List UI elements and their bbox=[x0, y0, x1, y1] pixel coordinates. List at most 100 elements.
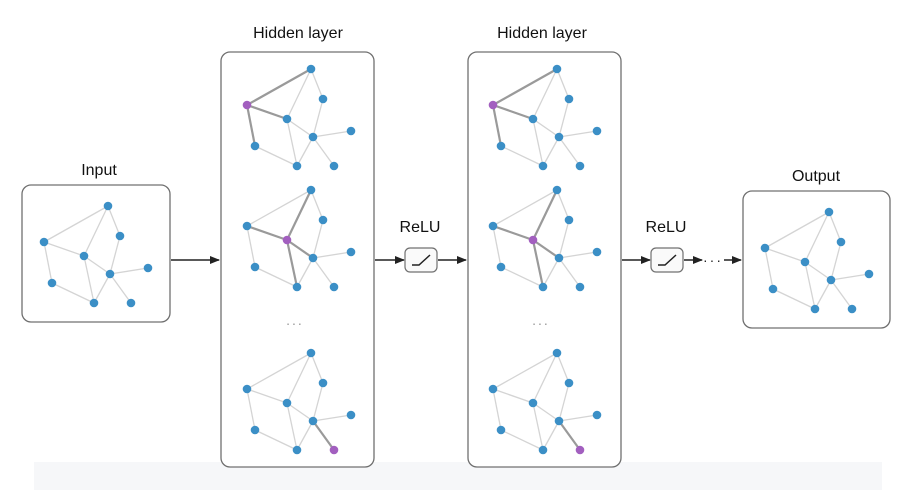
graph-node bbox=[496, 141, 506, 151]
graph-edge bbox=[83, 205, 109, 257]
graph-edge bbox=[109, 235, 121, 275]
graph-edge bbox=[312, 130, 352, 138]
graph-node bbox=[292, 161, 302, 171]
graph-edge bbox=[772, 288, 816, 310]
graph-node bbox=[538, 445, 548, 455]
graph-node bbox=[47, 278, 57, 288]
graph-edge bbox=[310, 352, 324, 384]
graph-edge bbox=[492, 388, 502, 431]
graph-node bbox=[306, 348, 316, 358]
graph-edge bbox=[286, 118, 314, 138]
graph-node bbox=[592, 126, 602, 136]
hidden-layer-1-panel bbox=[220, 51, 375, 468]
graph-node bbox=[554, 416, 564, 426]
graph-edge bbox=[51, 282, 95, 304]
graph-edge bbox=[558, 130, 598, 138]
graph-edge bbox=[43, 241, 53, 284]
graph-edge bbox=[312, 136, 335, 167]
graph-node bbox=[564, 215, 574, 225]
graph-edge bbox=[107, 205, 121, 237]
graph-edge bbox=[532, 352, 558, 404]
highlighted-node bbox=[488, 100, 498, 110]
graph-node bbox=[847, 304, 857, 314]
graph-node bbox=[105, 269, 115, 279]
graph-node bbox=[864, 269, 874, 279]
graph-node bbox=[242, 384, 252, 394]
highlighted-edge bbox=[245, 104, 257, 147]
graph-edge bbox=[804, 211, 830, 263]
relu-2-label: ReLU bbox=[646, 219, 687, 236]
graph-edge bbox=[492, 352, 558, 390]
graph-edge bbox=[558, 98, 570, 138]
graph-edge bbox=[93, 273, 111, 304]
relu-curve-icon bbox=[412, 254, 431, 266]
graph-node bbox=[528, 398, 538, 408]
graph-edge bbox=[492, 388, 534, 404]
graph-node bbox=[329, 161, 339, 171]
relu-1-box bbox=[404, 247, 438, 273]
graph-edge bbox=[830, 241, 842, 281]
graph-edge bbox=[286, 352, 312, 404]
graph-node bbox=[143, 263, 153, 273]
graph-node bbox=[250, 141, 260, 151]
graph-edge bbox=[764, 247, 774, 290]
highlighted-edge bbox=[492, 103, 534, 121]
highlighted-node bbox=[575, 445, 585, 455]
graph-edge bbox=[500, 266, 544, 288]
hidden-2-graph-bottom bbox=[488, 348, 602, 455]
graph-edge bbox=[296, 420, 314, 451]
graph-edge bbox=[804, 261, 816, 310]
graph-edge bbox=[828, 211, 842, 243]
graph-edge bbox=[492, 225, 502, 268]
graph-node bbox=[538, 282, 548, 292]
graph-node bbox=[826, 275, 836, 285]
graph-edge bbox=[532, 118, 544, 167]
graph-edge bbox=[109, 273, 132, 304]
highlighted-edge bbox=[531, 239, 545, 288]
graph-node bbox=[126, 298, 136, 308]
input-panel bbox=[21, 184, 171, 323]
highlighted-edge bbox=[286, 189, 312, 241]
relu-2-box bbox=[650, 247, 684, 273]
graph-edge bbox=[500, 429, 544, 451]
graph-edge bbox=[312, 257, 335, 288]
graph-node bbox=[552, 185, 562, 195]
hidden-1-graph-bottom bbox=[242, 348, 356, 455]
graph-edge bbox=[312, 219, 324, 259]
highlighted-edge bbox=[532, 239, 560, 259]
highlighted-node bbox=[528, 235, 538, 245]
graph-edge bbox=[312, 382, 324, 422]
graph-node bbox=[282, 114, 292, 124]
output-graph bbox=[760, 207, 874, 314]
graph-edge bbox=[532, 402, 544, 451]
graph-node bbox=[575, 282, 585, 292]
graph-node bbox=[79, 251, 89, 261]
highlighted-node bbox=[282, 235, 292, 245]
graph-edge bbox=[254, 145, 298, 167]
highlighted-edge bbox=[492, 68, 558, 106]
graph-edge bbox=[764, 247, 806, 263]
graph-edge bbox=[310, 68, 324, 100]
graph-edge bbox=[43, 241, 85, 257]
graph-node bbox=[346, 247, 356, 257]
graph-node bbox=[800, 257, 810, 267]
graph-edge bbox=[286, 402, 298, 451]
hidden-layer-2-panel bbox=[467, 51, 622, 468]
highlighted-edge bbox=[246, 68, 312, 106]
graph-node bbox=[564, 94, 574, 104]
graph-edge bbox=[542, 257, 560, 288]
graph-edge bbox=[246, 189, 312, 227]
graph-edge bbox=[558, 136, 581, 167]
graph-edge bbox=[556, 352, 570, 384]
highlighted-edge bbox=[491, 104, 503, 147]
graph-edge bbox=[286, 402, 314, 422]
graph-edge bbox=[830, 273, 870, 281]
hidden-1-graph-mid bbox=[242, 185, 356, 292]
graph-edge bbox=[532, 402, 560, 422]
graph-node bbox=[292, 445, 302, 455]
graph-node bbox=[592, 247, 602, 257]
graph-edge bbox=[83, 255, 111, 275]
graph-node bbox=[318, 378, 328, 388]
graph-edge bbox=[556, 68, 570, 100]
graph-edge bbox=[109, 267, 149, 275]
